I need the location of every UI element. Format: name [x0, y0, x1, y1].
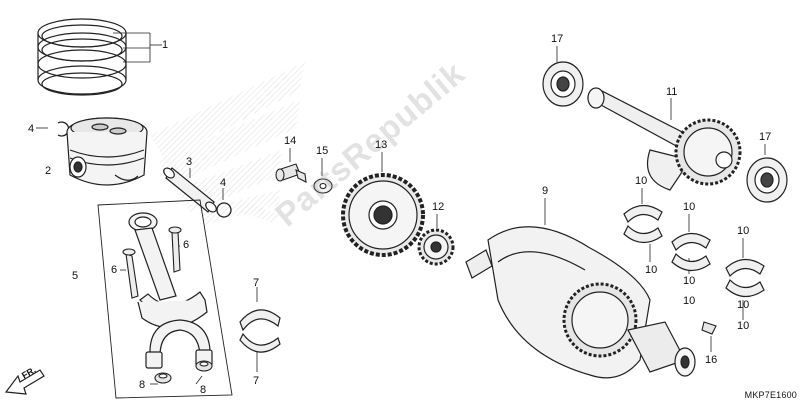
callout-15[interactable]: 15 — [316, 145, 329, 157]
front-direction-arrow-icon — [4, 369, 45, 395]
woodruff-key[interactable] — [701, 321, 717, 335]
rod-bearing-upper[interactable] — [239, 309, 281, 332]
main-bearing-2-upper[interactable] — [671, 232, 711, 252]
callout-14[interactable]: 14 — [284, 135, 297, 147]
callout-5[interactable]: 5 — [72, 270, 79, 282]
callout-4[interactable]: 4 — [28, 123, 35, 135]
rod-nut-left[interactable] — [154, 372, 172, 384]
callout-13[interactable]: 13 — [375, 139, 388, 151]
callout-11[interactable]: 11 — [666, 86, 678, 98]
callout-10[interactable]: 10 — [737, 225, 750, 237]
callout-6[interactable]: 6 — [183, 239, 190, 251]
primary-drive-gear[interactable] — [341, 173, 425, 257]
callout-10[interactable]: 10 — [683, 201, 696, 213]
piston[interactable] — [66, 117, 148, 186]
rod-nut-right[interactable] — [195, 360, 213, 372]
balancer-bearing-left[interactable] — [542, 61, 584, 107]
callout-8[interactable]: 8 — [200, 384, 207, 396]
piston-pin-clip-right[interactable] — [216, 202, 232, 218]
callout-2[interactable]: 2 — [45, 165, 52, 177]
connecting-rod[interactable] — [128, 212, 208, 329]
piston-rings[interactable] — [37, 18, 127, 96]
connecting-rod-group-frame — [97, 199, 233, 399]
callout-16[interactable]: 16 — [705, 354, 718, 366]
gear-washer[interactable] — [313, 178, 333, 194]
callout-7[interactable]: 7 — [253, 277, 260, 289]
main-bearing-3-upper[interactable] — [725, 258, 765, 278]
callout-1[interactable]: 1 — [162, 39, 169, 51]
callout-8[interactable]: 8 — [139, 379, 146, 391]
callout-10[interactable]: 10 — [683, 295, 696, 307]
balancer-shaft[interactable] — [586, 87, 742, 191]
callout-10[interactable]: 10 — [737, 299, 750, 311]
callout-10[interactable]: 10 — [645, 264, 658, 276]
callout-6[interactable]: 6 — [111, 264, 118, 276]
diagram-code: MKP7E1600 — [744, 390, 797, 400]
main-bearing-2-lower[interactable] — [671, 252, 711, 272]
callout-7[interactable]: 7 — [253, 375, 260, 387]
callout-4[interactable]: 4 — [220, 177, 227, 189]
rod-bearing-lower[interactable] — [239, 332, 281, 353]
callout-3[interactable]: 3 — [186, 156, 193, 168]
main-bearing-1-lower[interactable] — [623, 224, 663, 244]
watermark-wing — [150, 62, 305, 225]
connecting-rod-bolt-right[interactable] — [168, 226, 182, 273]
timing-gear[interactable] — [417, 228, 455, 266]
callout-10[interactable]: 10 — [635, 175, 648, 187]
callout-9[interactable]: 9 — [542, 185, 549, 197]
main-bearing-3-lower[interactable] — [725, 278, 765, 298]
gear-bolt[interactable] — [275, 163, 307, 183]
callout-17[interactable]: 17 — [759, 131, 772, 143]
crankshaft[interactable] — [465, 226, 696, 379]
balancer-bearing-right[interactable] — [746, 157, 788, 203]
callout-17[interactable]: 17 — [551, 33, 564, 45]
callout-12[interactable]: 12 — [432, 201, 445, 213]
main-bearing-1-upper[interactable] — [623, 204, 663, 224]
callout-10[interactable]: 10 — [737, 320, 750, 332]
connecting-rod-bolt-left[interactable] — [122, 248, 139, 299]
leader-lines — [36, 32, 766, 385]
callout-10[interactable]: 10 — [683, 275, 696, 287]
